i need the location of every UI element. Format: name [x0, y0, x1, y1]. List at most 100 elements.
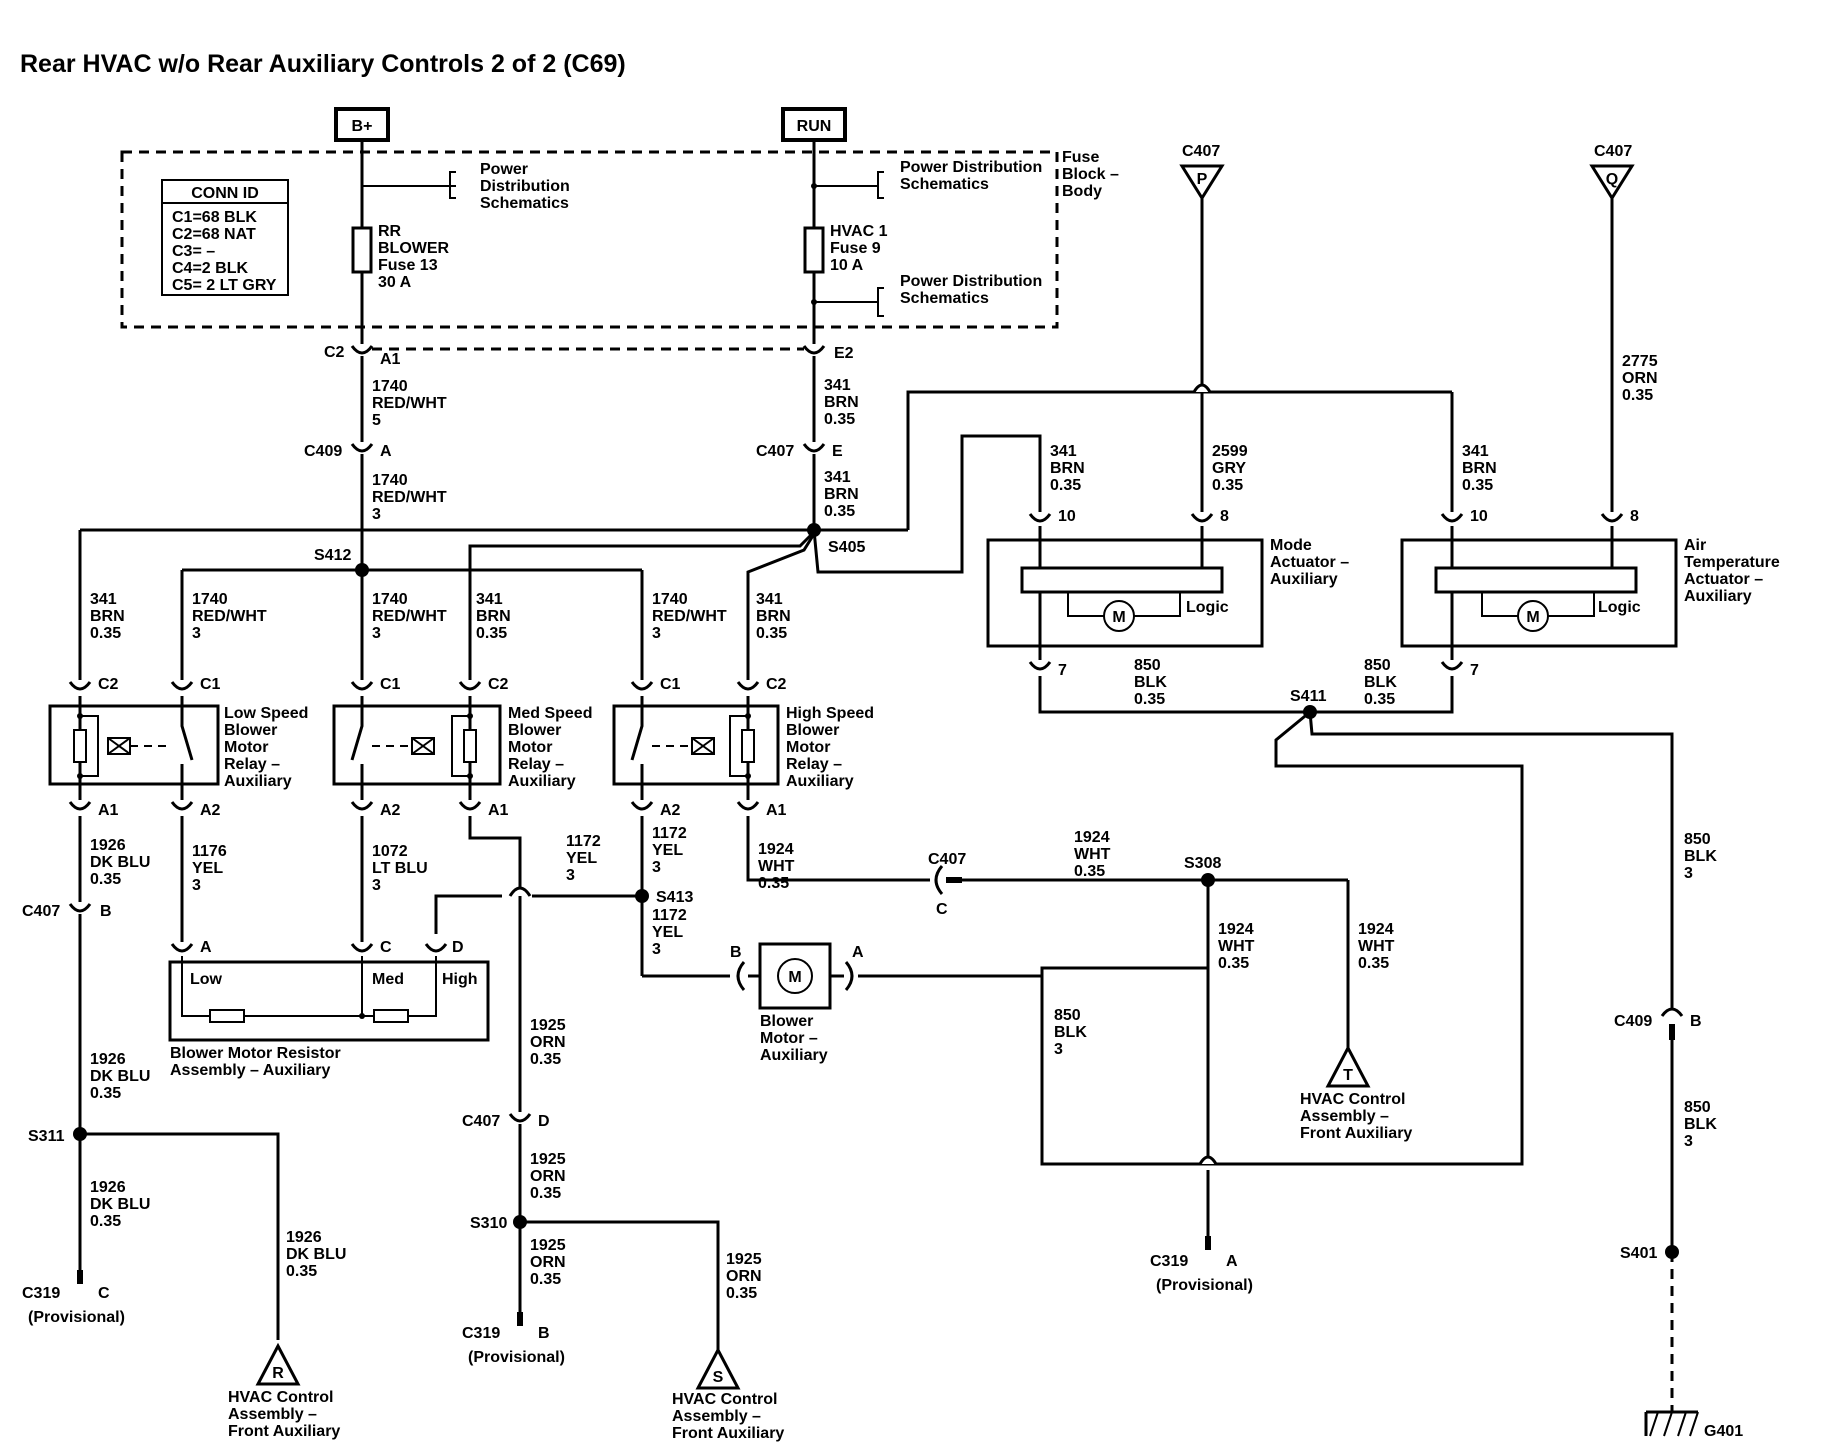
svg-text:1924: 1924	[1358, 921, 1394, 938]
wire-341-main	[802, 364, 826, 532]
svg-text:341: 341	[756, 591, 783, 608]
svg-text:1925: 1925	[530, 1237, 566, 1254]
resistor-label: Blower Motor Resistor Assembly – Auxilia…	[170, 1045, 341, 1079]
svg-text:850: 850	[1684, 831, 1711, 848]
high-relay-a1: A1	[766, 802, 787, 819]
wire-label-w33: 1926 DK BLU 0.35	[286, 1229, 346, 1280]
wire-1925-orn	[508, 1113, 720, 1350]
wire-1740-main	[350, 364, 374, 570]
wire-label-w1: 1740 RED/WHT 5	[372, 378, 447, 429]
connector-c409-label: C409	[304, 443, 342, 460]
s413-motor-feed	[635, 816, 746, 991]
motor-pin-a: A	[852, 944, 864, 961]
svg-text:0.35: 0.35	[90, 625, 121, 642]
svg-text:Auxiliary: Auxiliary	[1684, 588, 1752, 605]
run-feed-wire	[811, 140, 884, 344]
svg-text:C: C	[98, 1285, 110, 1302]
connector-c319-a: C319 A (Provisional)	[1150, 1253, 1253, 1294]
svg-text:Distribution: Distribution	[480, 178, 570, 195]
wire-label-w6: 1740 RED/WHT 3	[192, 591, 267, 642]
med-relay-a1: A1	[488, 802, 509, 819]
splice-s308: S308	[1184, 855, 1221, 872]
wire-label-w14: 2775 ORN 0.35	[1622, 353, 1658, 404]
svg-text:0.35: 0.35	[90, 871, 121, 888]
wire-label-w4: 341 BRN 0.35	[824, 469, 859, 520]
svg-text:3: 3	[192, 877, 201, 894]
svg-text:Body: Body	[1062, 183, 1102, 200]
svg-text:3: 3	[372, 506, 381, 523]
svg-text:Front Auxiliary: Front Auxiliary	[1300, 1125, 1412, 1142]
low-relay-a2: A2	[200, 802, 221, 819]
low-relay-label: Low Speed Blower Motor Relay – Auxiliary	[224, 705, 308, 790]
wire-label-w21: 1172 YEL 3	[652, 825, 687, 876]
svg-text:1740: 1740	[372, 591, 408, 608]
svg-text:HVAC Control: HVAC Control	[1300, 1091, 1405, 1108]
pds-label-right-bottom: Power Distribution Schematics	[900, 273, 1042, 307]
svg-text:1740: 1740	[192, 591, 228, 608]
svg-text:Air: Air	[1684, 537, 1706, 554]
svg-text:C1=68 BLK: C1=68 BLK	[172, 209, 257, 226]
wire-label-w28: 1925 ORN 0.35	[530, 1017, 566, 1068]
svg-text:3: 3	[372, 877, 381, 894]
svg-text:Front Auxiliary: Front Auxiliary	[672, 1425, 784, 1442]
svg-text:T: T	[1343, 1067, 1353, 1084]
svg-text:M: M	[1112, 609, 1125, 626]
svg-text:1926: 1926	[90, 837, 126, 854]
s405-distribution: S405	[78, 390, 1454, 680]
hvac-control-t: T HVAC Control Assembly – Front Auxiliar…	[1300, 1044, 1412, 1142]
svg-text:1925: 1925	[530, 1151, 566, 1168]
svg-text:Block –: Block –	[1062, 166, 1119, 183]
mode-pin-7: 7	[1058, 662, 1067, 679]
svg-text:341: 341	[824, 469, 851, 486]
svg-text:Schematics: Schematics	[900, 290, 989, 307]
svg-text:C3= –: C3= –	[172, 243, 215, 260]
svg-text:Auxiliary: Auxiliary	[1270, 571, 1338, 588]
svg-text:0.35: 0.35	[530, 1185, 561, 1202]
svg-text:1926: 1926	[286, 1229, 322, 1246]
hvac-control-r: R HVAC Control Assembly – Front Auxiliar…	[228, 1342, 340, 1440]
resistor-pin-a: A	[200, 939, 212, 956]
svg-text:BRN: BRN	[90, 608, 125, 625]
svg-text:Auxiliary: Auxiliary	[760, 1047, 828, 1064]
resistor-pin-d: D	[452, 939, 464, 956]
svg-text:RED/WHT: RED/WHT	[372, 489, 447, 506]
low-relay-c1: C1	[200, 676, 221, 693]
wire-label-w13: 341 BRN 0.35	[1462, 443, 1497, 494]
svg-text:Logic: Logic	[1598, 599, 1641, 616]
svg-text:3: 3	[1054, 1041, 1063, 1058]
svg-text:CONN ID: CONN ID	[191, 185, 259, 202]
svg-text:1926: 1926	[90, 1051, 126, 1068]
svg-text:High: High	[442, 971, 478, 988]
rr-blower-fuse	[351, 226, 373, 274]
svg-text:Relay –: Relay –	[508, 756, 564, 773]
ground-path-g401	[1644, 1007, 1699, 1437]
wire-label-w7: 1740 RED/WHT 3	[372, 591, 447, 642]
svg-text:R: R	[272, 1365, 284, 1382]
svg-text:YEL: YEL	[652, 842, 683, 859]
connector-c319-c: C319 C (Provisional)	[22, 1270, 125, 1326]
svg-text:HVAC Control: HVAC Control	[672, 1391, 777, 1408]
svg-text:850: 850	[1364, 657, 1391, 674]
connector-c407-d-label: C407	[462, 1113, 500, 1130]
low-relay-c2: C2	[98, 676, 119, 693]
svg-text:1925: 1925	[726, 1251, 762, 1268]
connector-c409-b-pin: B	[1690, 1013, 1702, 1030]
connector-c407-e-label: C407	[756, 443, 794, 460]
wire-label-w5: 341 BRN 0.35	[90, 591, 125, 642]
svg-text:YEL: YEL	[652, 924, 683, 941]
connector-c409-b-label: C409	[1614, 1013, 1652, 1030]
svg-text:Motor: Motor	[224, 739, 268, 756]
svg-text:1172: 1172	[566, 833, 601, 850]
svg-text:GRY: GRY	[1212, 460, 1246, 477]
wire-label-w25: 1924 WHT 0.35	[1074, 829, 1111, 880]
svg-text:3: 3	[652, 625, 661, 642]
svg-text:0.35: 0.35	[1358, 955, 1389, 972]
svg-text:0.35: 0.35	[90, 1085, 121, 1102]
svg-text:BLOWER: BLOWER	[378, 240, 450, 257]
svg-text:S411: S411	[1290, 688, 1327, 705]
hvac1-fuse-label: HVAC 1 Fuse 9 10 A	[830, 223, 888, 274]
blower-motor-label: Blower Motor – Auxiliary	[760, 1013, 828, 1064]
air-pin-10: 10	[1470, 508, 1488, 525]
svg-text:A1: A1	[380, 351, 401, 368]
svg-text:LT BLU: LT BLU	[372, 860, 428, 877]
